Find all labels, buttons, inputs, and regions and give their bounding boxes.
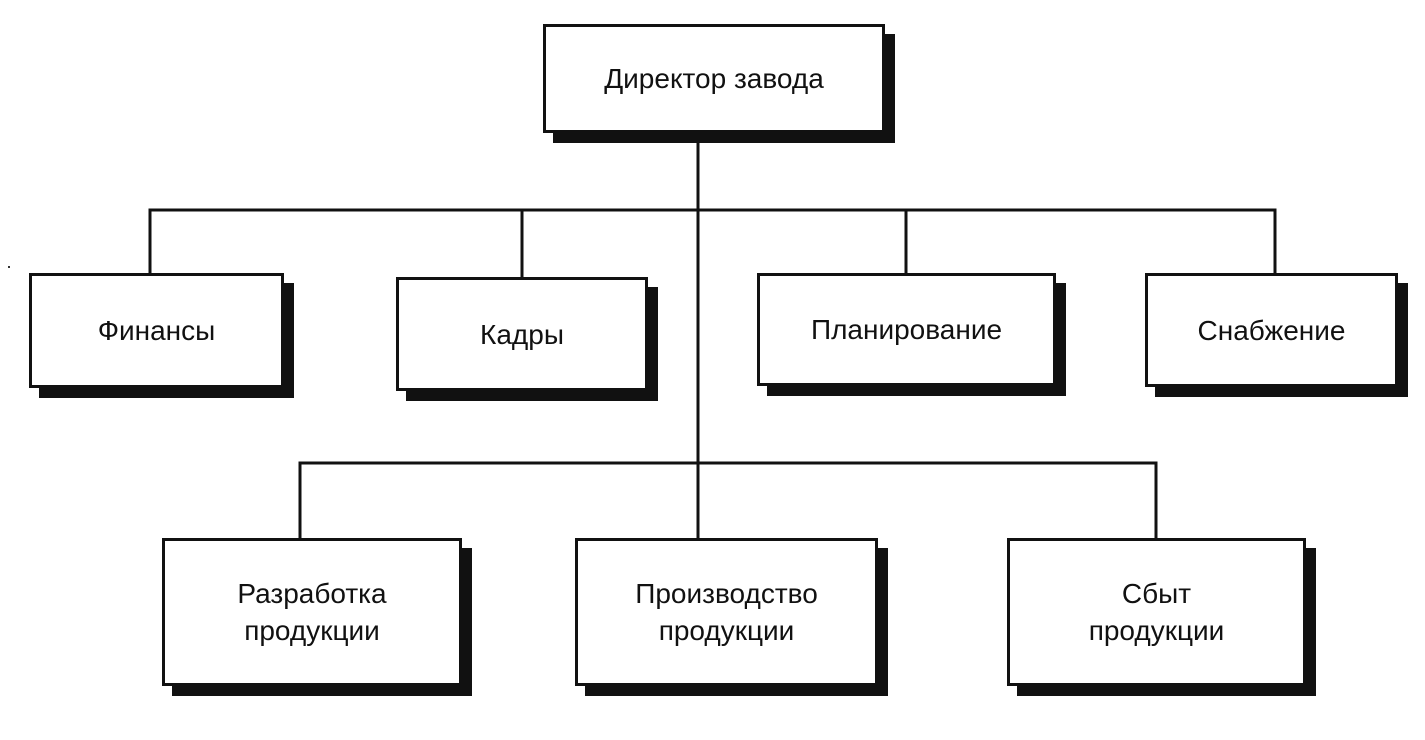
node-director-label: Директор завода xyxy=(604,63,824,94)
node-production-text: Производство продукции xyxy=(635,575,818,649)
node-hr-label: Кадры xyxy=(480,318,564,350)
node-production-label-line-2: продукции xyxy=(658,615,795,646)
node-supply: Снабжение xyxy=(1145,273,1398,387)
node-development-text: Разработка продукции xyxy=(237,575,386,649)
node-supply-label: Снабжение xyxy=(1197,314,1346,346)
scan-speck xyxy=(8,266,10,268)
node-hr: Кадры xyxy=(396,277,648,391)
node-planning: Планирование xyxy=(757,273,1056,386)
node-development-label-line-1: Разработка xyxy=(237,578,387,609)
node-development: Разработка продукции xyxy=(162,538,462,686)
node-sales-label-line-1: Сбыт xyxy=(1121,578,1192,609)
node-finance: Финансы xyxy=(29,273,284,388)
node-production-label-line-1: Производство xyxy=(635,578,818,609)
node-development-label-line-2: продукции xyxy=(244,615,380,646)
node-finance-label: Финансы xyxy=(97,315,216,346)
node-sales-label-line-2: продукции xyxy=(1088,615,1225,646)
node-director: Директор завода xyxy=(543,24,885,133)
node-sales: Сбыт продукции xyxy=(1007,538,1306,686)
node-production: Производство продукции xyxy=(575,538,878,686)
node-sales-text: Сбыт продукции xyxy=(1089,575,1225,649)
node-planning-label: Планирование xyxy=(810,314,1003,345)
